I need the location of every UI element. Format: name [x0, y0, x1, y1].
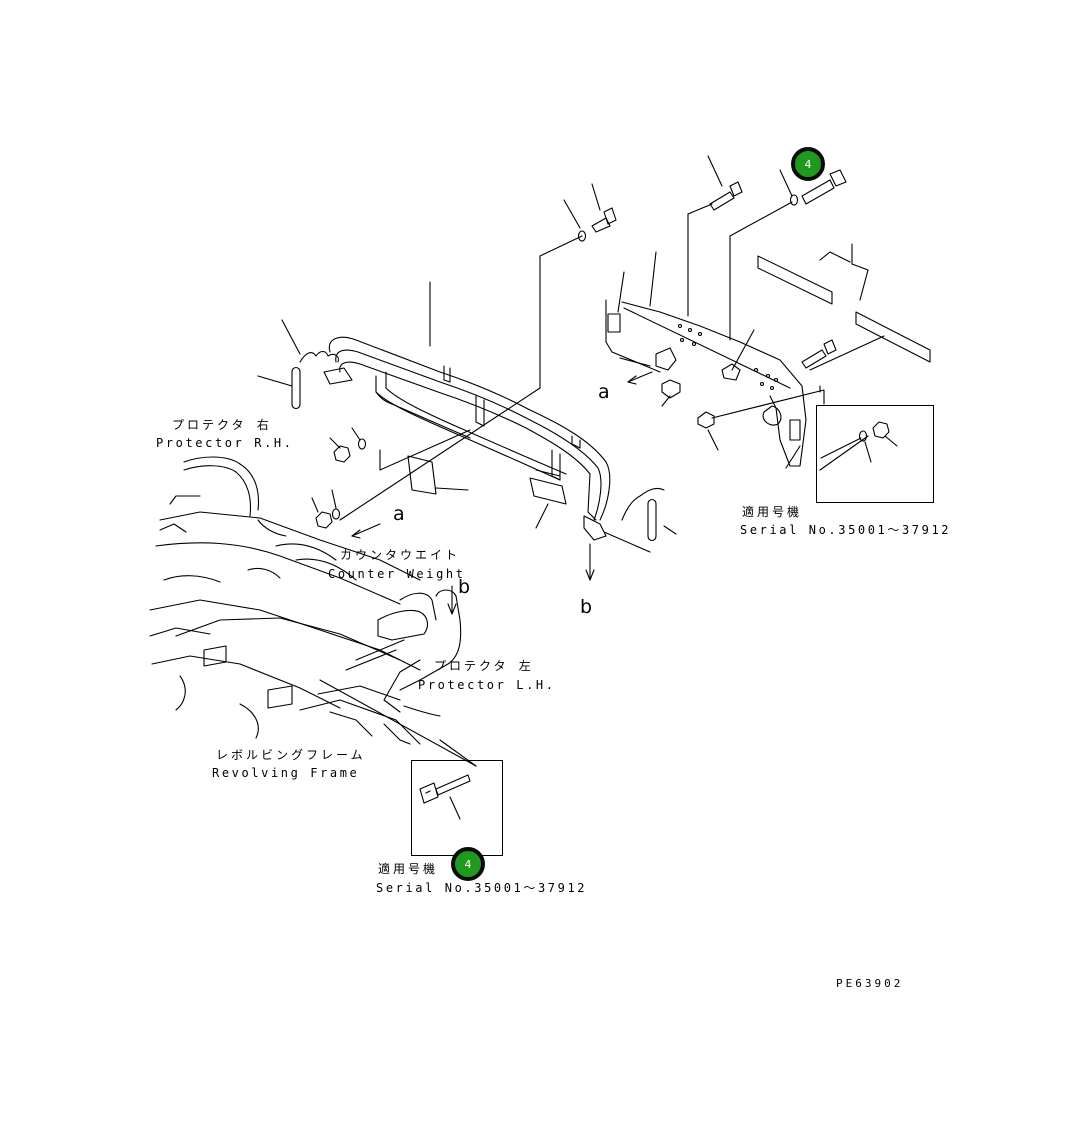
counterweight-label-en: Counter Weight: [328, 567, 466, 581]
revolving-frame-label-en: Revolving Frame: [212, 766, 360, 780]
callout-badge-top[interactable]: 4: [791, 147, 825, 181]
callout-number: 4: [464, 857, 472, 871]
inset-box-right: [816, 405, 934, 503]
protector-rh-label-jp: プロテクタ 右: [172, 418, 272, 432]
protector-lh-label-en: Protector L.H.: [418, 678, 556, 692]
protector-frame: [328, 336, 611, 541]
mounting-plate: [605, 299, 807, 467]
protector-rh-label-en: Protector R.H.: [156, 436, 294, 450]
revolving-frame-label-jp: レボルビングフレーム: [216, 748, 366, 762]
applicable-label-right-jp: 適用号機: [742, 505, 803, 519]
callout-badge-bottom[interactable]: 4: [451, 847, 485, 881]
applicable-label-bottom-jp: 適用号機: [378, 862, 439, 876]
inset-bottom-drawing: [419, 774, 471, 820]
inset-right-drawing: [820, 421, 898, 463]
leader-lines: [257, 155, 885, 767]
view-letter-b-left: b: [458, 576, 471, 598]
callout-number: 4: [804, 157, 812, 171]
machine-background: [149, 456, 462, 745]
counterweight-label-jp: カウンタウエイト: [340, 548, 461, 562]
view-letter-b-right: b: [580, 596, 593, 618]
drawing-code: PE63902: [836, 977, 904, 990]
hardware: [291, 169, 847, 542]
serial-label-bottom: Serial No.35001～37912: [376, 881, 588, 895]
view-arrows: [351, 371, 653, 615]
decal-sheets: [757, 243, 931, 363]
view-letter-a-left: a: [393, 503, 405, 525]
view-letter-a-right: a: [598, 381, 610, 403]
serial-label-right: Serial No.35001～37912: [740, 523, 952, 537]
protector-lh-label-jp: プロテクタ 左: [434, 659, 534, 673]
inset-box-bottom: [411, 760, 503, 856]
